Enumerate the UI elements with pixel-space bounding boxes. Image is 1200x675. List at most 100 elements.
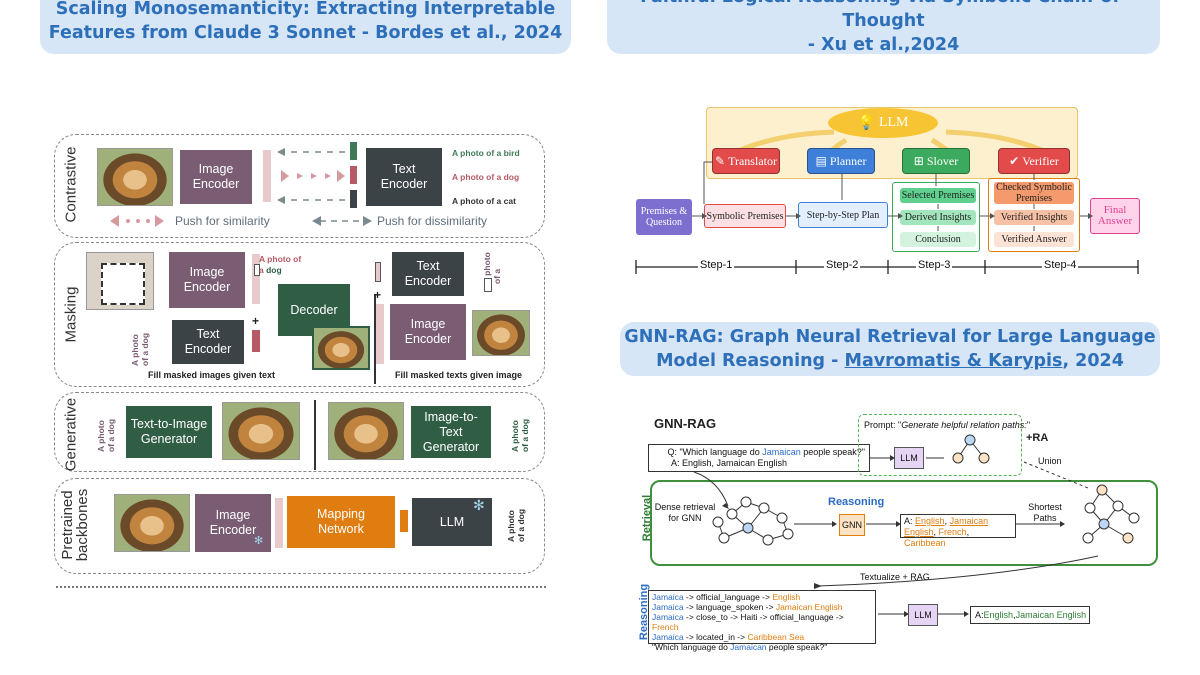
reconstructed-dog-photo: [312, 326, 370, 370]
row-label-masking: Masking: [62, 286, 80, 343]
generative-frame: [54, 392, 545, 472]
left-title-line2: Features from Claude 3 Sonnet - Bordes e…: [48, 23, 563, 43]
snowflake-icon: ✻: [254, 534, 264, 547]
planner-icon: ▤: [815, 153, 827, 168]
push-similarity-label: Push for similarity: [175, 214, 270, 228]
contrastive-arrows: [277, 148, 345, 204]
final-answer-box: A: English, Jamaican English: [970, 606, 1090, 624]
llm-label: LLM: [878, 115, 909, 130]
text-encoder-box: Text Encoder: [172, 320, 244, 364]
embedding-bar: [400, 510, 408, 532]
verifier-icon: ✔: [1009, 153, 1020, 168]
divider-line: [314, 400, 316, 470]
path-line: Jamaica -> located_in -> Caribbean Sea: [652, 632, 805, 642]
contrastive-frame: [54, 134, 545, 238]
image-encoder-box: Image Encoder: [180, 150, 252, 204]
step-4-label: Step-4: [1042, 259, 1079, 271]
similarity-arrows-icon: [110, 215, 164, 227]
image-encoder-box: Image Encoder: [390, 304, 466, 360]
token-bar: [254, 264, 260, 276]
prompt-text: Prompt: "Generate helpful relation paths…: [864, 420, 1031, 430]
checked-premises-box: Checked Symbolic Premises: [994, 182, 1074, 204]
token-bar: [375, 262, 381, 282]
fill-masked-texts-caption: Fill masked texts given image: [395, 370, 523, 380]
vlm-figure: Contrastive Image Encoder Text Encoder A…: [50, 130, 550, 590]
push-dissimilarity-label: Push for dissimilarity: [377, 214, 488, 228]
embedding-bar: [252, 330, 260, 352]
plan-box: Step-by-Step Plan: [798, 202, 888, 228]
symcot-figure: 💡LLM ✎Translator ▤Planner ⊞Slover ✔Verif…: [630, 100, 1150, 285]
caption-a-photo-of-a-dog: A photo of a dog: [510, 418, 530, 452]
reasoning-center-label: Reasoning: [828, 496, 885, 508]
caption-a-photo-of-a-dog: A photo of a dog: [96, 418, 116, 452]
symcot-flow-arrows: [635, 161, 1139, 274]
dog-photo: [114, 494, 190, 552]
generated-dog-photo: [222, 402, 300, 460]
premises-question-box: Premises & Question: [636, 199, 692, 235]
gnnrag-heading: GNN-RAG: [654, 416, 717, 431]
caption-cat: A photo of a cat: [452, 196, 516, 206]
lightbulb-icon: 💡: [857, 115, 875, 131]
conclusion-box: Conclusion: [900, 232, 976, 247]
verified-insights-box: Verified Insights: [994, 210, 1074, 225]
embedding-bar: [263, 150, 271, 202]
image-to-text-generator-box: Image-to-Text Generator: [411, 406, 491, 458]
snowflake-icon: ✻: [473, 498, 485, 514]
text-embedding-bar: [350, 166, 357, 184]
dog-photo: [328, 402, 404, 460]
image-encoder-box: Image Encoder: [195, 494, 271, 552]
image-encoder-box: Image Encoder: [169, 252, 245, 308]
text-embedding-bar: [350, 190, 357, 208]
dog-photo: [97, 148, 173, 206]
caption-a-photo-of-a-dog: A photo of a dog: [130, 332, 150, 366]
verifier-agent: ✔Verifier: [998, 148, 1070, 174]
masking-frame: [54, 242, 545, 387]
question-box: Q: "Which language do Jamaican people sp…: [648, 444, 870, 472]
right-top-paper-title: Faithful Logical Reasoning via Symbolic …: [607, 0, 1160, 55]
left-title-line1: Scaling Monosemanticity: Extracting Inte…: [55, 0, 556, 19]
dog-photo: [472, 310, 530, 356]
dissimilarity-arrows-icon: [312, 216, 372, 226]
text-encoder-box: Text Encoder: [366, 148, 442, 206]
text-encoder-box: Text Encoder: [392, 252, 464, 296]
text-embedding-bar: [350, 142, 357, 160]
right-top-title-line2: - Xu et al.,2024: [807, 35, 960, 55]
path-line: Jamaica -> language_spoken -> Jamaican E…: [652, 602, 843, 612]
step-1-label: Step-1: [698, 259, 735, 271]
slover-icon: ⊞: [913, 153, 924, 168]
plus-sign: +: [252, 314, 260, 328]
right-bottom-title-line2: Model Reasoning - Mavromatis & Karypis, …: [656, 351, 1124, 371]
translator-agent: ✎Translator: [712, 148, 780, 174]
prompt-frame: [858, 414, 1022, 476]
embedding-bar: [376, 304, 384, 364]
row-label-generative: Generative: [62, 397, 80, 472]
shortest-paths-label: Shortest Paths: [1028, 502, 1062, 523]
divider-line: [374, 294, 376, 384]
gnnrag-graphs: [693, 434, 1140, 617]
ra-label: +RA: [1026, 432, 1049, 444]
right-bottom-paper-title: GNN-RAG: Graph Neural Retrieval for Larg…: [620, 322, 1160, 376]
pretrained-frame: [54, 478, 545, 574]
fill-masked-images-caption: Fill masked images given text: [148, 370, 276, 380]
right-bottom-title-line1: GNN-RAG: Graph Neural Retrieval for Larg…: [624, 327, 1156, 347]
caption-dog: A photo of a dog: [452, 172, 520, 182]
row-label-pretrained: Pretrained backbones: [59, 488, 91, 562]
row-label-contrastive: Contrastive: [62, 146, 80, 223]
gnnrag-figure: GNN-RAG Q: "Which language do Jamaican p…: [628, 410, 1168, 652]
derived-insights-box: Derived Insights: [900, 210, 976, 225]
llm-box: LLM: [908, 604, 938, 626]
token-bar: [484, 278, 492, 292]
step-2-label: Step-2: [824, 259, 861, 271]
slover-agent: ⊞Slover: [902, 148, 970, 174]
caption-a-photo-of-a: A photo of a dog: [259, 254, 302, 275]
llm-box: LLM: [412, 498, 492, 546]
caption-bird: A photo of a bird: [452, 148, 520, 158]
symbolic-premises-box: Symbolic Premises: [704, 204, 786, 228]
right-top-title-line1: Faithful Logical Reasoning via Symbolic …: [640, 0, 1127, 31]
retrieval-frame: [650, 480, 1158, 566]
final-answer-box: Final Answer: [1090, 198, 1140, 234]
planner-agent: ▤Planner: [807, 148, 875, 174]
embedding-bar: [275, 498, 283, 548]
masked-dog-photo: [86, 252, 154, 310]
verified-answer-box: Verified Answer: [994, 232, 1074, 247]
